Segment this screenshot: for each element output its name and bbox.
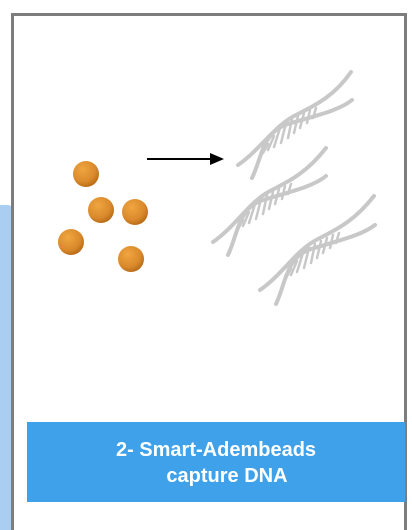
dna-helix-icon [236, 70, 354, 180]
dna-helix-icon [258, 194, 377, 306]
caption-line-2: capture DNA [166, 465, 288, 487]
bead-icon [58, 229, 84, 255]
caption-text: 2- Smart-Adembeads capture DNA [86, 435, 346, 489]
adjacent-panel-edge [0, 205, 12, 530]
caption-box: 2- Smart-Adembeads capture DNA [27, 422, 405, 502]
bead-icon [88, 197, 114, 223]
bead-icon [118, 246, 144, 272]
caption-line-1: 2- Smart-Adembeads [115, 439, 317, 461]
bead-icon [122, 199, 148, 225]
bead-cluster [58, 161, 148, 272]
bead-icon [73, 161, 99, 187]
dna-helix-icon [211, 146, 328, 257]
